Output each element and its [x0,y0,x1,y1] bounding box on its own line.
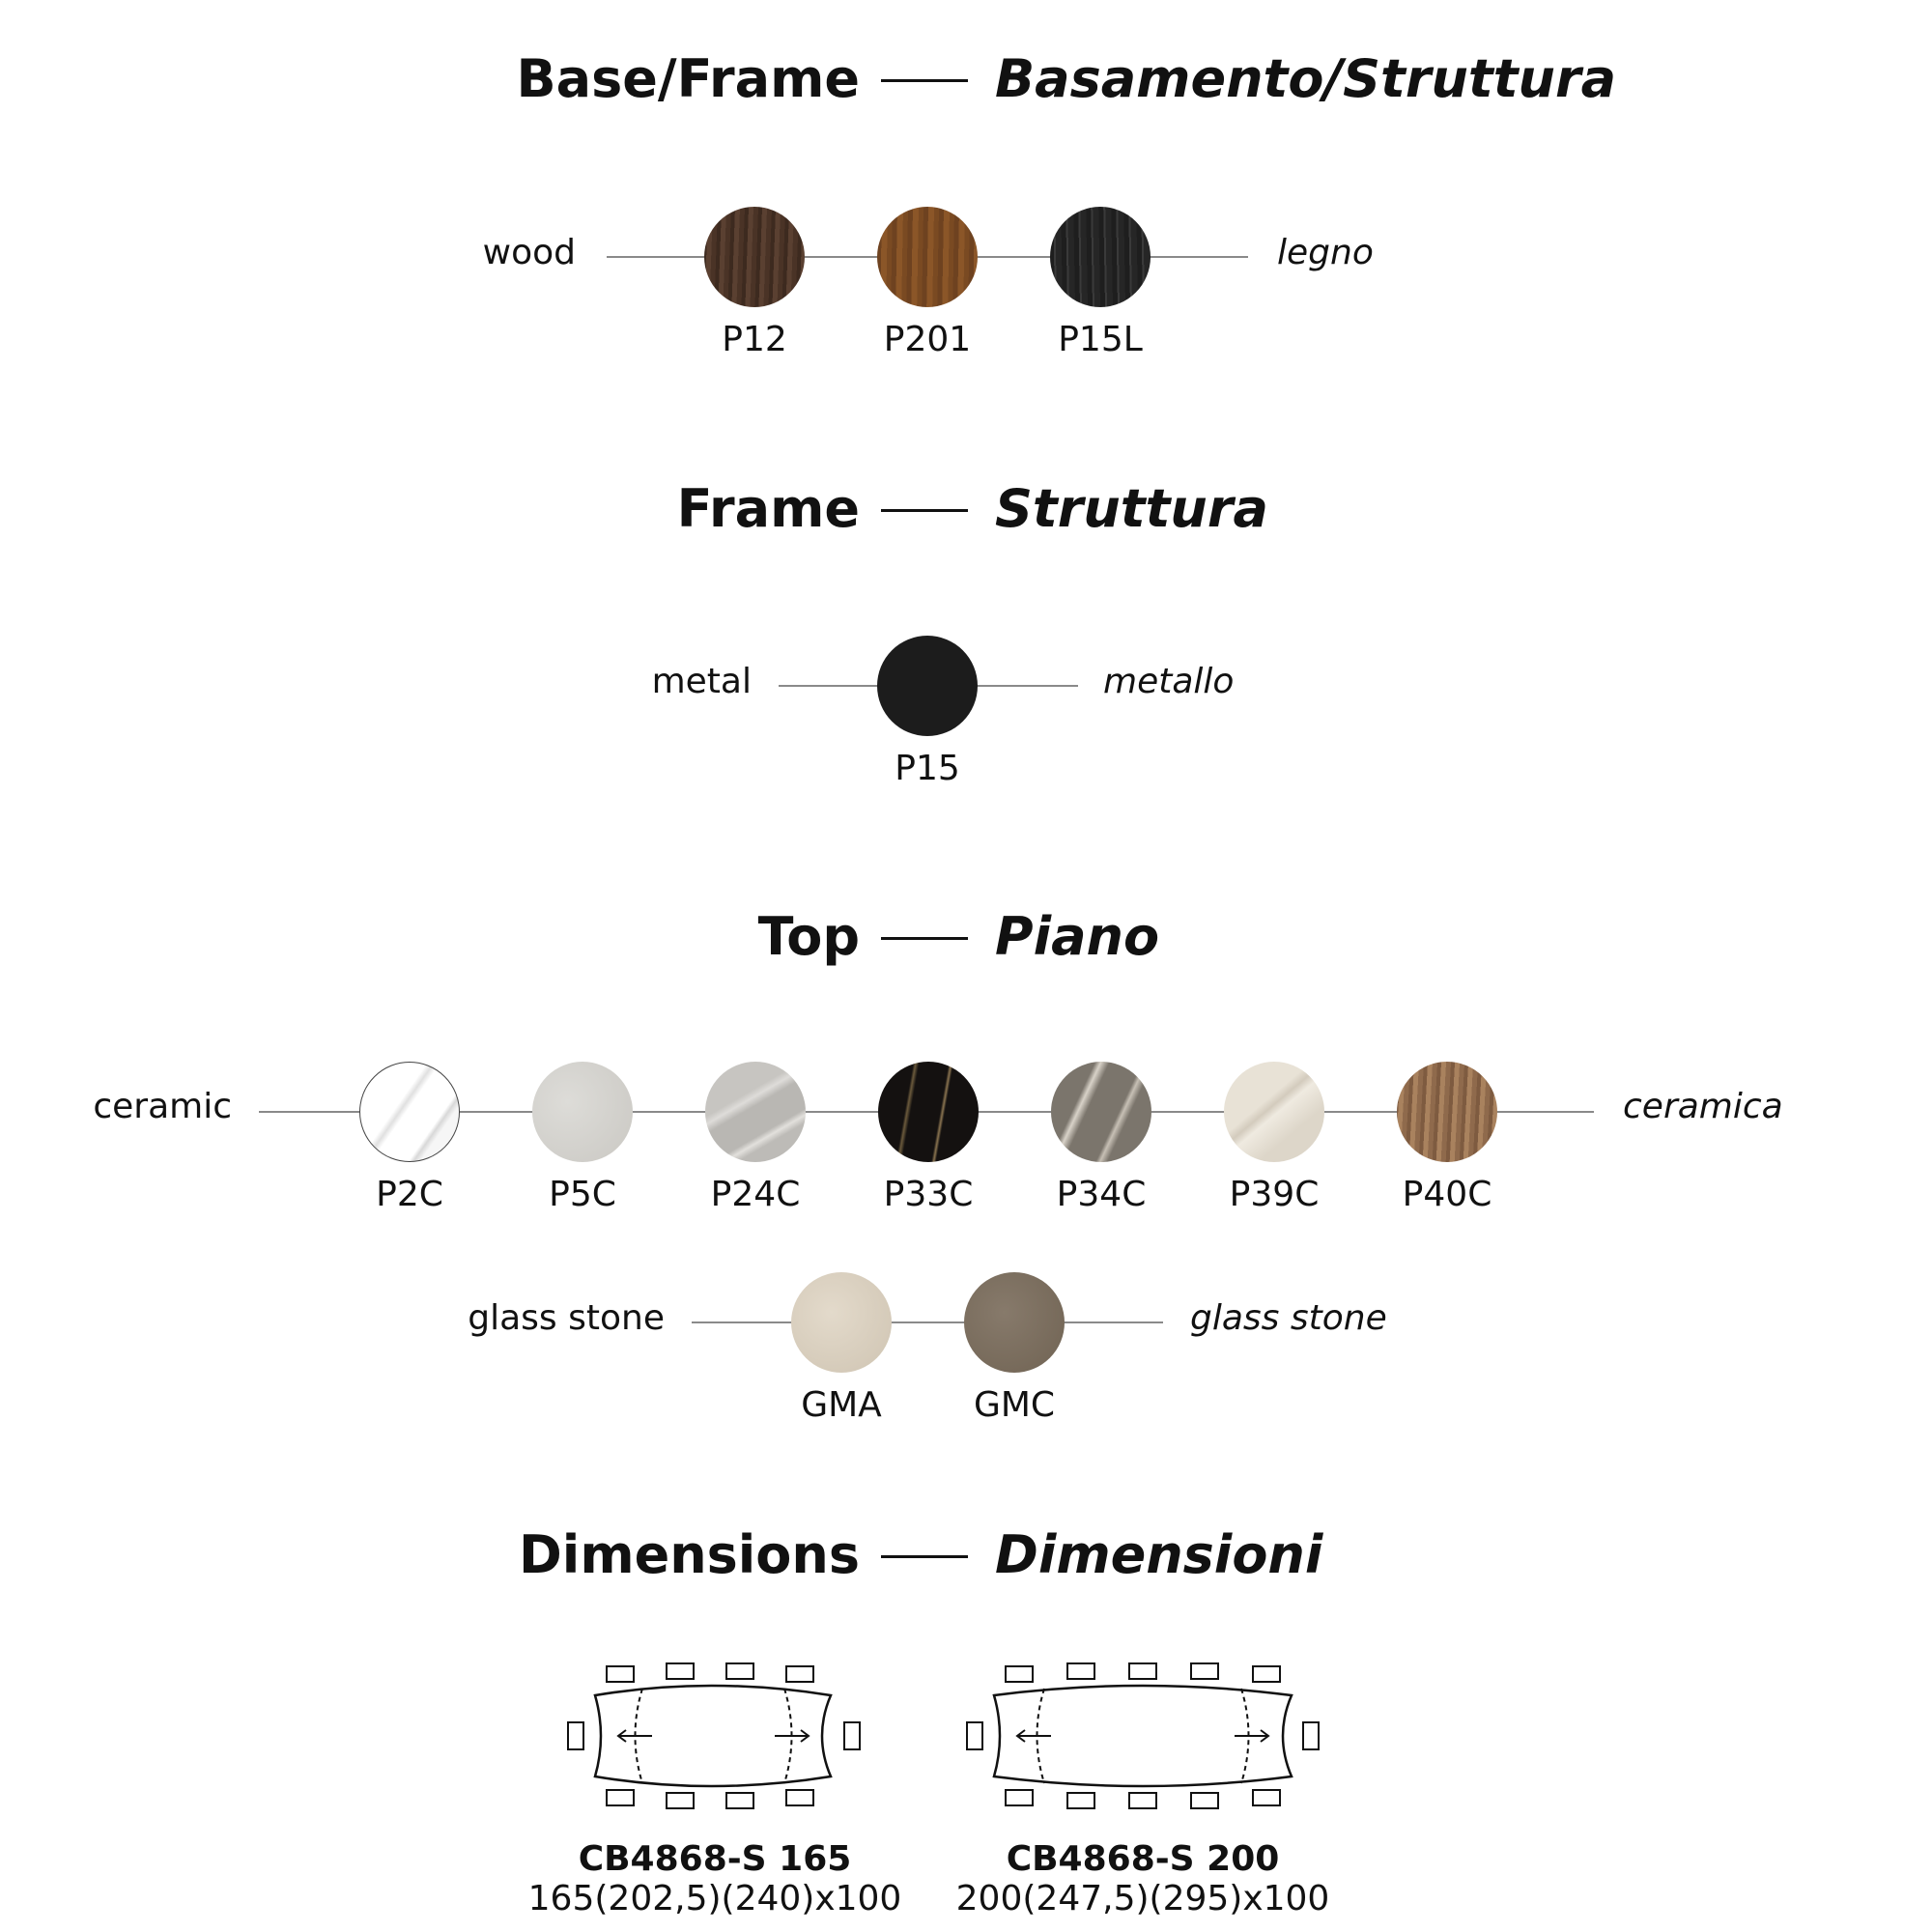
ceramic-label-en: ceramic [93,1087,232,1126]
swatch-p5c[interactable] [532,1062,633,1162]
code-p40c: P40C [1402,1175,1492,1214]
swatch-p15l[interactable] [1050,207,1151,307]
heading-en: Base/Frame [516,48,860,109]
heading-dash [881,937,968,940]
section-heading-dimensions: Dimensions Dimensioni [0,1526,1932,1584]
heading-dash [881,509,968,512]
swatch-p24c[interactable] [705,1062,806,1162]
code-p2c: P2C [376,1175,443,1214]
table-plan-200 [966,1662,1320,1809]
heading-it: Basamento/Struttura [995,48,1617,109]
table-dimensions-165: 165(202,5)(240)x100 [527,1879,902,1918]
swatch-gmc[interactable] [964,1272,1065,1373]
section-heading-top: Top Piano [0,908,1932,966]
swatch-p34c[interactable] [1051,1062,1151,1162]
heading-en: Dimensions [518,1524,860,1585]
wood-label-en: wood [482,233,576,272]
code-p24c: P24C [710,1175,801,1214]
wood-label-it: legno [1277,233,1374,272]
section-heading-frame: Frame Struttura [0,480,1932,538]
code-gmc: GMC [973,1385,1056,1425]
swatch-p15[interactable] [877,636,978,736]
metal-label-it: metallo [1103,662,1235,701]
heading-en: Frame [676,478,860,539]
table-plan-165 [567,1662,861,1809]
section-heading-base-frame: Base/Frame Basamento/Struttura [0,50,1932,108]
code-p15l: P15L [1058,320,1143,359]
glass-stone-row-line [692,1321,1163,1323]
swatch-p12[interactable] [704,207,805,307]
heading-en: Top [757,906,860,967]
swatch-p40c[interactable] [1397,1062,1497,1162]
glass-stone-label-en: glass stone [468,1298,665,1338]
glass-stone-label-it: glass stone [1190,1298,1387,1338]
code-p201: P201 [883,320,972,359]
code-p39c: P39C [1229,1175,1320,1214]
code-p33c: P33C [883,1175,974,1214]
heading-dash [881,79,968,82]
swatch-p2c[interactable] [359,1062,460,1162]
swatch-p33c[interactable] [878,1062,979,1162]
heading-it: Dimensioni [995,1524,1323,1585]
code-p5c: P5C [549,1175,616,1214]
swatch-p39c[interactable] [1224,1062,1324,1162]
table-dimensions-200: 200(247,5)(295)x100 [955,1879,1330,1918]
code-p12: P12 [722,320,787,359]
metal-label-en: metal [651,662,752,701]
code-p15: P15 [895,749,960,788]
heading-dash [881,1555,968,1558]
table-model-165: CB4868-S 165 [578,1839,852,1879]
ceramic-label-it: ceramica [1623,1087,1783,1126]
heading-it: Struttura [995,478,1268,539]
swatch-p201[interactable] [877,207,978,307]
table-model-200: CB4868-S 200 [1006,1839,1280,1879]
swatch-gma[interactable] [791,1272,892,1373]
heading-it: Piano [995,906,1160,967]
code-p34c: P34C [1056,1175,1147,1214]
code-gma: GMA [801,1385,882,1425]
